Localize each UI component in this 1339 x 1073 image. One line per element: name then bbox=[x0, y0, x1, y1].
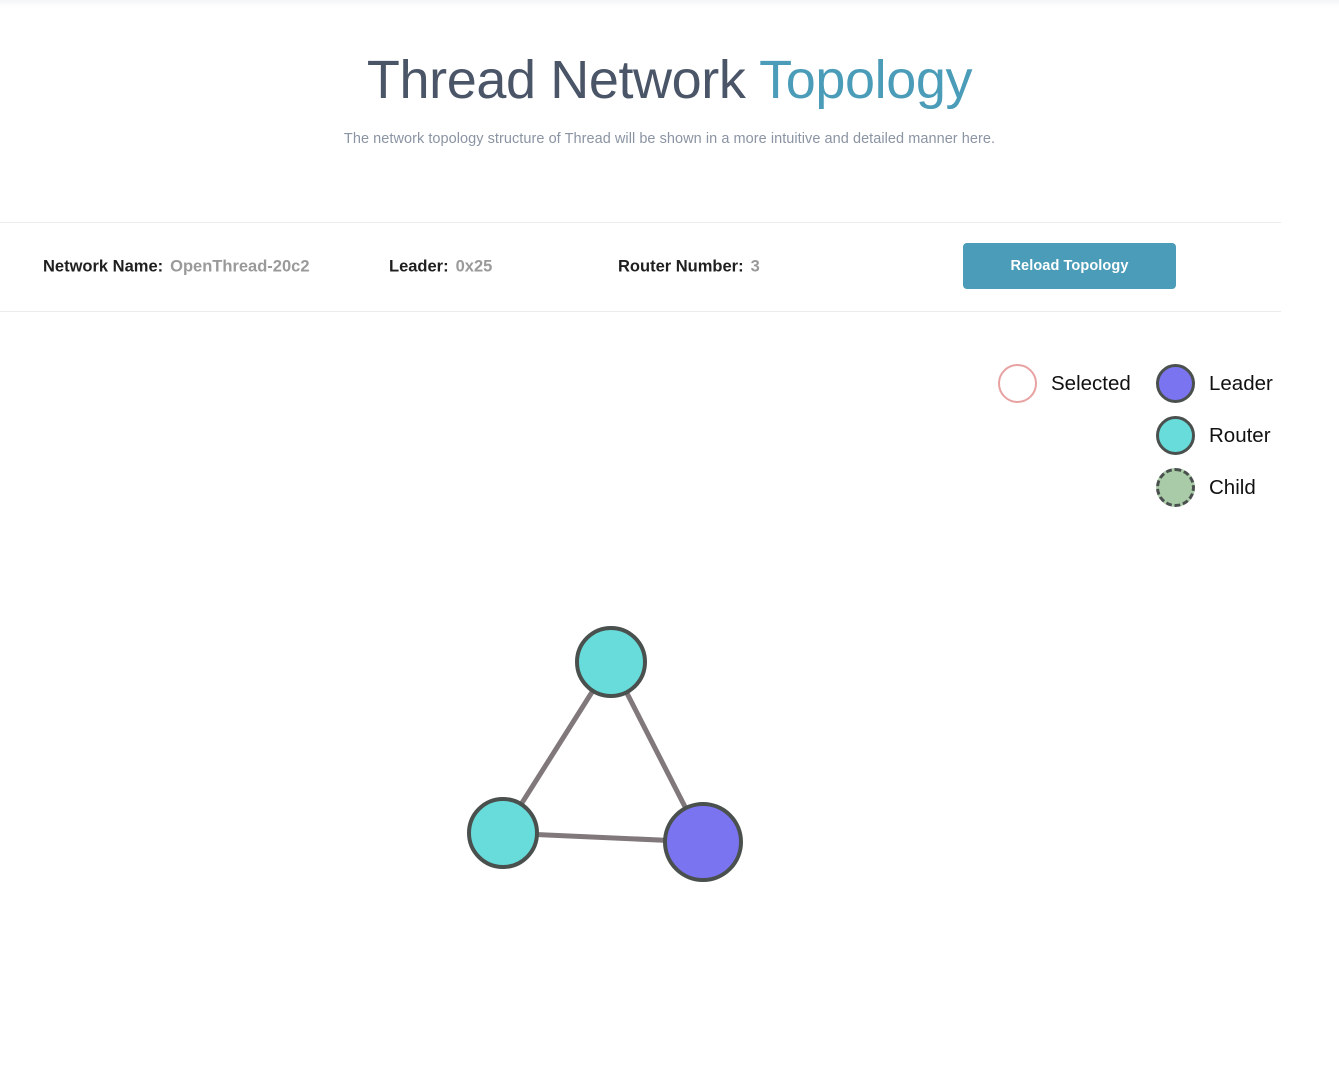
legend-label-leader: Leader bbox=[1209, 371, 1273, 395]
legend-item-selected: Selected bbox=[998, 364, 1131, 403]
legend-label-child: Child bbox=[1209, 475, 1256, 499]
legend-item-child: Child bbox=[1156, 468, 1256, 507]
reload-topology-button[interactable]: Reload Topology bbox=[963, 243, 1176, 289]
leader-node-icon bbox=[1156, 364, 1195, 403]
selected-node-icon bbox=[998, 364, 1037, 403]
page-title: Thread Network Topology bbox=[0, 7, 1339, 110]
legend-item-leader: Leader bbox=[1156, 364, 1273, 403]
topology-graph-canvas[interactable] bbox=[0, 320, 1339, 1073]
info-bar-divider-bottom bbox=[0, 311, 1281, 312]
page-title-accent: Topology bbox=[759, 50, 973, 110]
top-accent-strip bbox=[0, 0, 1339, 7]
topology-node-leader-bottom-right[interactable] bbox=[663, 802, 743, 882]
network-name-field: Network Name: OpenThread-20c2 bbox=[43, 258, 310, 277]
router-number-label: Router Number: bbox=[618, 257, 744, 276]
topology-node-router-bottom-left[interactable] bbox=[467, 797, 539, 869]
leader-value: 0x25 bbox=[455, 257, 493, 276]
leader-label: Leader: bbox=[389, 257, 449, 276]
router-node-icon bbox=[1156, 416, 1195, 455]
page-title-main: Thread Network bbox=[366, 50, 760, 110]
router-number-field: Router Number: 3 bbox=[618, 258, 760, 277]
network-name-value: OpenThread-20c2 bbox=[170, 257, 310, 276]
child-node-icon bbox=[1156, 468, 1195, 507]
leader-field: Leader: 0x25 bbox=[389, 258, 492, 277]
network-info-bar: Network Name: OpenThread-20c2 Leader: 0x25… bbox=[0, 223, 1281, 311]
page-subtitle: The network topology structure of Thread… bbox=[343, 131, 996, 148]
topology-nodes-layer bbox=[467, 626, 743, 882]
legend-label-router: Router bbox=[1209, 423, 1271, 447]
topology-graph-svg bbox=[467, 626, 743, 882]
page-header: Thread Network Topology The network topo… bbox=[0, 7, 1339, 147]
legend-item-router: Router bbox=[1156, 416, 1271, 455]
legend-label-selected: Selected bbox=[1051, 371, 1131, 395]
topology-legend: Selected Leader Router Child bbox=[998, 360, 1288, 510]
info-bar-divider-top bbox=[0, 222, 1281, 223]
topology-node-router-top[interactable] bbox=[575, 626, 647, 698]
router-number-value: 3 bbox=[750, 257, 760, 276]
network-name-label: Network Name: bbox=[43, 257, 164, 276]
